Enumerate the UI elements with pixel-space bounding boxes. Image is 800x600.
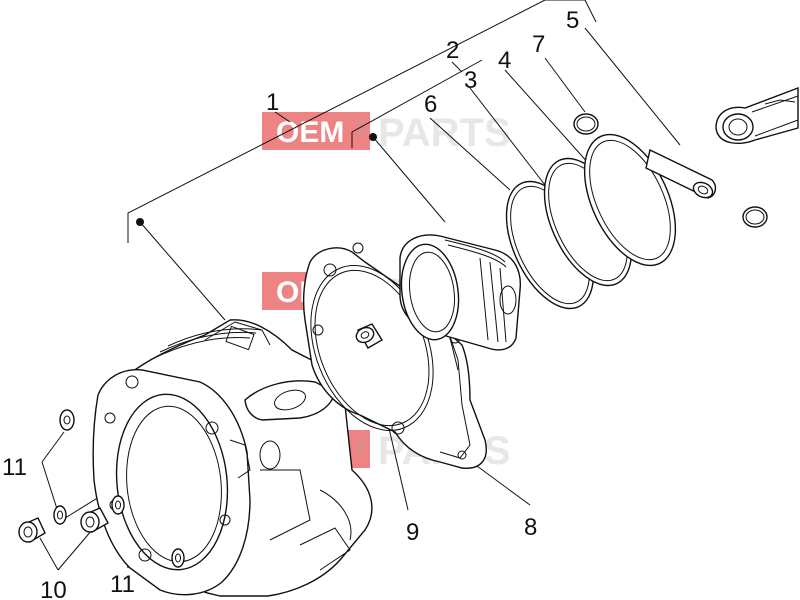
callout-10: 10 [40,577,67,600]
dowel-10-left [18,517,46,543]
washer-11-d [171,548,185,568]
piston [399,234,522,351]
washer-11-c [111,495,125,515]
dowel-bush-9 [355,323,383,349]
callout-11-bottom: 11 [110,571,135,598]
piston-pin [645,148,717,199]
callout-1: 1 [266,89,279,116]
circlip-right [742,206,768,228]
callout-5: 5 [566,7,579,34]
washer-11-b [53,505,67,525]
callout-4: 4 [498,47,511,74]
callout-2: 2 [446,37,459,64]
callout-9: 9 [406,519,419,546]
connecting-rod [715,86,799,145]
bracket-group-2 [351,59,483,223]
watermark-parts-text: PARTS [378,111,511,155]
watermark-bike-text: BIKE [359,437,366,453]
washer-11-a [59,409,75,431]
cylinder-block [92,319,373,597]
watermark-oem-text: OEM [276,116,344,149]
callout-6: 6 [424,91,437,118]
watermark-bike-text: BIKE [359,119,366,135]
callout-7: 7 [532,31,545,58]
callout-11-left: 11 [2,454,27,481]
watermark-top: OEM BIKE PARTS [262,111,511,155]
callout-8: 8 [524,514,537,541]
bracket-group-1 [127,0,597,321]
callout-3: 3 [464,67,477,94]
dowel-10-right [80,507,109,533]
circlip-left [573,113,599,135]
